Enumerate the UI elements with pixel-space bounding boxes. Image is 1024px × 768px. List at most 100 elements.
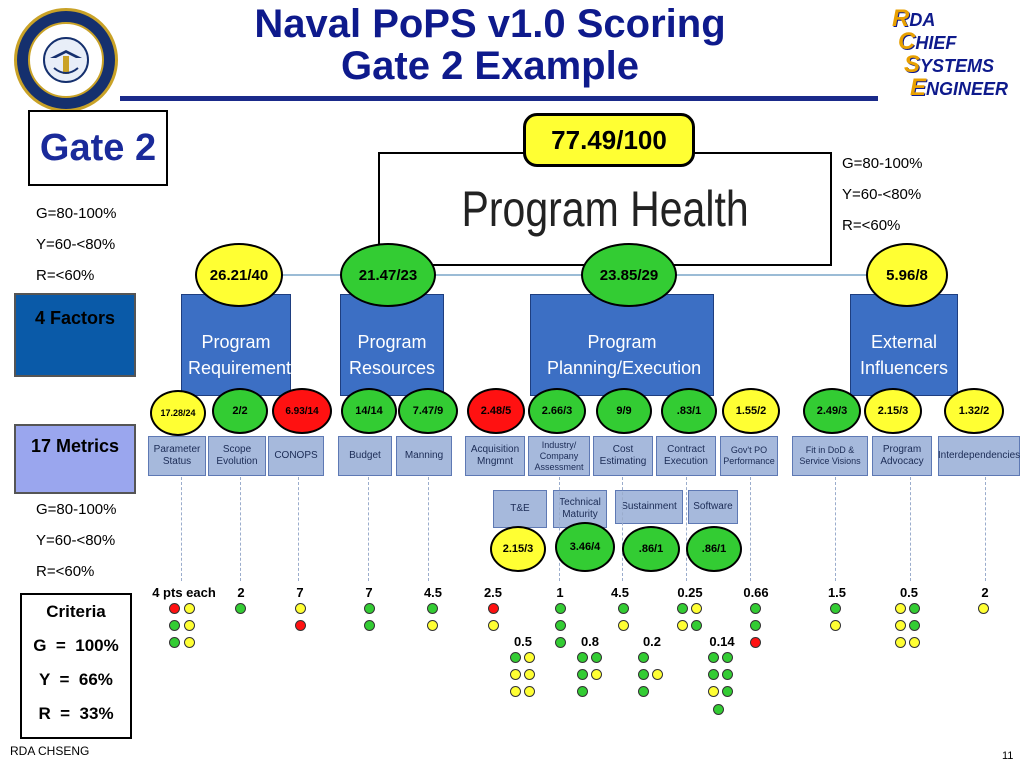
connector-interdependencies [985,477,986,581]
criteria-title: Criteria [46,602,106,621]
factors-side-label: 4 Factors [14,293,136,377]
criteria-green: G = 100% [33,636,119,655]
status-dot [830,603,841,614]
points-industry: 1 [556,585,564,600]
status-dot [750,603,761,614]
status-dot [708,686,719,697]
metric-score-industry: 2.66/3 [528,388,586,434]
points-manning: 4.5 [423,585,443,600]
criteria-yellow: Y = 66% [39,670,113,689]
metric-score-manning: 7.47/9 [398,388,458,434]
points-cost-estimating: 4.5 [610,585,630,600]
status-dot [510,686,521,697]
factor-connector-line [258,274,898,276]
metric-score-interdependencies: 1.32/2 [944,388,1004,434]
status-dot [235,603,246,614]
points-interdependencies: 2 [981,585,989,600]
submetric-software: Software [688,490,738,524]
metric-score-fit-dod: 2.49/3 [803,388,861,434]
connector-parameter-status [181,477,182,581]
metric-score-contract-execution: .83/1 [661,388,717,434]
status-dot [427,603,438,614]
status-dot [184,637,195,648]
connector-budget [368,477,369,581]
points-govt-po: 0.66 [743,585,769,600]
legend-top-right: G=80-100%Y=60-<80%R=<60% [842,155,923,234]
points-conops: 7 [296,585,304,600]
legend-bottom-left: G=80-100%Y=60-<80%R=<60% [36,501,117,580]
status-dot [510,669,521,680]
status-dot [169,603,180,614]
points-technical-maturity: 0.8 [580,634,600,649]
status-dot [691,603,702,614]
connector-fit-dod [835,477,836,581]
metric-cost-estimating: Cost Estimating [593,436,653,476]
status-dot [184,603,195,614]
status-dot [722,686,733,697]
points-program-advocacy: 0.5 [899,585,919,600]
status-dot [677,603,688,614]
status-dot [295,603,306,614]
metric-contract-execution: Contract Execution [656,436,716,476]
metric-manning: Manning [396,436,452,476]
program-health-label: Program Health [461,181,749,237]
status-dot [895,603,906,614]
factor-external-influencers: External Influencers [850,294,958,396]
status-dot [295,620,306,631]
status-dot [524,686,535,697]
connector-scope-evolution [240,477,241,581]
status-dot [591,652,602,663]
factor-score-program-planning: 23.85/29 [581,243,677,307]
status-dot [577,669,588,680]
status-dot [618,603,629,614]
status-dot [364,620,375,631]
legend-top-left: G=80-100%Y=60-<80%R=<60% [36,205,117,284]
submetric-score-te: 2.15/3 [490,526,546,572]
connector-industry [559,477,560,581]
status-dot [488,620,499,631]
status-dot [555,603,566,614]
points-software: 0.14 [709,634,735,649]
metric-scope-evolution: Scope Evolution [208,436,266,476]
metric-score-scope-evolution: 2/2 [212,388,268,434]
status-dot [169,637,180,648]
status-dot [427,620,438,631]
connector-conops [298,477,299,581]
status-dot [909,620,920,631]
program-health-score: 77.49/100 [523,113,695,167]
metric-acquisition-mngmnt: Acquisition Mngmnt [465,436,525,476]
status-dot [677,620,688,631]
title-rule [120,96,878,101]
metric-score-conops: 6.93/14 [272,388,332,434]
status-dot [722,652,733,663]
status-dot [638,652,649,663]
submetric-score-technical-maturity: 3.46/4 [555,522,615,572]
status-dot [909,603,920,614]
status-dot [577,652,588,663]
factor-score-program-requirements: 26.21/40 [195,243,283,307]
points-te: 0.5 [513,634,533,649]
status-dot [652,669,663,680]
status-dot [722,669,733,680]
submetric-te: T&E [493,490,547,528]
factor-program-requirements: Program Requirements [181,294,300,396]
connector-manning [428,477,429,581]
status-dot [691,620,702,631]
status-dot [978,603,989,614]
factor-score-program-resources: 21.47/23 [340,243,436,307]
status-dot [555,637,566,648]
metric-score-budget: 14/14 [341,388,397,434]
metric-parameter-status: Parameter Status [148,436,206,476]
rdacse-logo: RDA CHIEF SYSTEMS ENGINEER [892,5,1009,101]
metric-program-advocacy: Program Advocacy [872,436,932,476]
metric-score-acquisition: 2.48/5 [467,388,525,434]
connector-govt-po [750,477,751,581]
status-dot [909,637,920,648]
status-dot [750,620,761,631]
submetric-score-sustainment: .86/1 [622,526,680,572]
status-dot [638,686,649,697]
submetric-technical-maturity: Technical Maturity [553,490,607,528]
status-dot [895,637,906,648]
metric-interdependencies: Interdependencies [938,436,1020,476]
connector-program-advocacy [910,477,911,581]
